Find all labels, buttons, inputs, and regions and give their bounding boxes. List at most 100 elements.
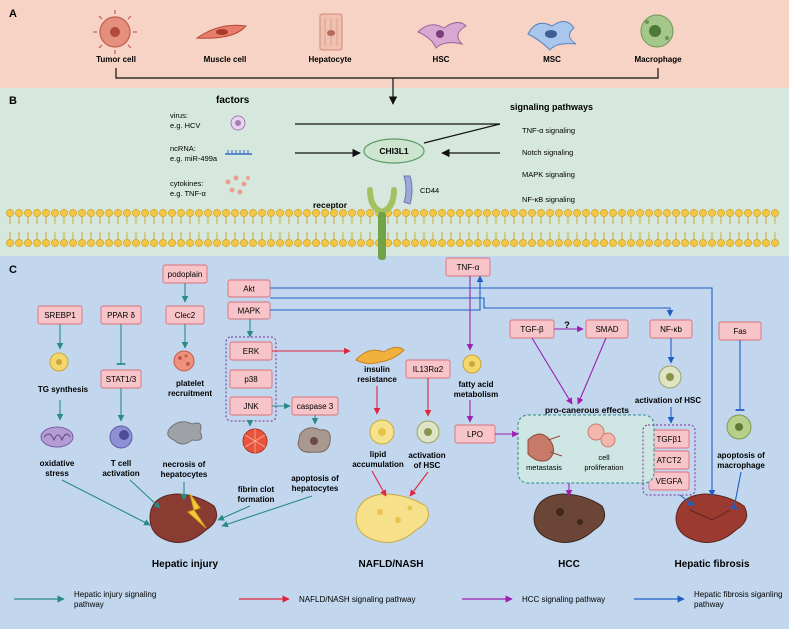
necrosis-label-1: necrosis of [163, 460, 206, 469]
tumor-cell-icon [93, 10, 137, 54]
cells-bracket [115, 68, 659, 79]
fatty-liver-icon [355, 493, 429, 543]
box-p38-label: p38 [244, 375, 258, 384]
legend-label-4-2: pathway [694, 600, 724, 609]
factors-to-fibrosis-arrow [679, 494, 695, 507]
lipid-accumulation-label-1: lipid [370, 450, 387, 459]
box-fas-label: Fas [733, 327, 746, 336]
smad-to-procancer-arrow [577, 337, 607, 405]
apoptosis-hepatocytes-label-1: apoptosis of [291, 474, 339, 483]
box-srebp1-label: SREBP1 [44, 311, 76, 320]
apoptotic-hepatocyte-icon [297, 427, 331, 453]
cytokines-icon [225, 175, 250, 195]
platelet-label-2: recruitment [168, 389, 212, 398]
factors-title: factors [216, 95, 250, 106]
oxidative-stress-label-2: stress [45, 469, 69, 478]
hsc-cell-icon-2 [658, 365, 682, 389]
factor-ncrna-label: ncRNA: [170, 144, 196, 153]
fatty-acid-label-2: metabolism [454, 390, 498, 399]
factor-ncrna-example: e.g. miR-499a [170, 154, 218, 163]
cell-label-hsc: HSC [433, 55, 450, 64]
box-mapk-label: MAPK [238, 307, 261, 316]
fibrin-to-injury-arrow [217, 505, 251, 521]
chi3l1-node [363, 138, 425, 164]
pancreas-icon [355, 346, 405, 365]
factor-cytokines-label: cytokines: [170, 179, 203, 188]
signaling-item-notch: Notch signaling [522, 148, 573, 157]
box-akt-label: Akt [243, 285, 255, 294]
msc-icon [527, 21, 577, 51]
box-erk-label: ERK [243, 347, 260, 356]
apoptosis-to-injury-arrow [221, 495, 313, 528]
apoptosis-macrophage-label-1: apoptosis of [717, 451, 765, 460]
box-tnfa-label: TNF-α [457, 263, 480, 272]
box-atct2-label: ATCT2 [657, 456, 682, 465]
cell-label-msc: MSC [543, 55, 561, 64]
cell-membrane [6, 209, 779, 247]
signaling-item-tnf: TNF-α signaling [522, 126, 575, 135]
fatty-acid-label-1: fatty acid [458, 380, 493, 389]
fibrin-label-2: formation [238, 495, 275, 504]
cell-label-macrophage: Macrophage [634, 55, 682, 64]
t-cell-icon [109, 425, 133, 449]
proliferation-label-1: cell [598, 453, 610, 462]
box-clec2-label: Clec2 [175, 311, 196, 320]
akt-to-fibrosis-line [270, 287, 716, 497]
hsc-to-nafld-arrow [409, 471, 429, 497]
legend-label-4-1: Hepatic fibrosis siganling [694, 590, 783, 599]
proliferation-icon [587, 423, 616, 448]
box-tgfb-label: TGF-β [520, 325, 544, 334]
tg-synthesis-label: TG synthesis [38, 385, 89, 394]
box-ppard-label: PPAR δ [107, 311, 135, 320]
signaling-diagonal-line [423, 123, 501, 144]
panel-a-label: A [9, 8, 17, 20]
mapk-to-tnfa-line [270, 275, 484, 311]
box-tnfa [445, 257, 491, 277]
legend-label-3-1: HCC signaling pathway [522, 595, 605, 604]
signaling-item-mapk: MAPK signaling [522, 170, 575, 179]
outcome-nafld-nash: NAFLD/NASH [359, 559, 424, 570]
oxid-to-injury-arrow [61, 479, 151, 526]
platelet-label-1: platelet [176, 379, 204, 388]
panel-b-background [0, 88, 789, 256]
t-cell-label-1: T cell [111, 459, 131, 468]
outcome-hepatic-injury: Hepatic injury [152, 559, 219, 570]
muscle-cell-icon [195, 24, 247, 39]
box-podoplain-label: podoplain [168, 270, 203, 279]
lipid-cell-icon [369, 419, 395, 445]
activation-hsc-label-1: activation [408, 451, 445, 460]
legend-label-1-2: pathway [74, 600, 104, 609]
t-cell-label-2: activation [102, 469, 139, 478]
box-lpo-label: LPO [467, 430, 483, 439]
fibrosis-factors-frame [642, 424, 696, 496]
apoptosis-macrophage-label-2: macrophage [717, 461, 765, 470]
akt-to-nfkb-line [270, 297, 674, 317]
legend: Hepatic injury signalingpathwayNAFLD/NAS… [14, 590, 783, 609]
box-smad [585, 319, 629, 339]
question-mark: ? [564, 320, 570, 330]
fibrin-clot-icon [242, 428, 268, 454]
box-vegfa-label: VEGFA [656, 477, 683, 486]
panel-c-label: C [9, 264, 17, 276]
panel-b-label: B [9, 95, 17, 107]
hsc-icon [417, 22, 467, 49]
mitochondria-icon [40, 426, 74, 448]
insulin-resistance-label-2: resistance [357, 375, 397, 384]
necrosis-label-2: hepatocytes [161, 470, 208, 479]
procancer-frame [517, 414, 655, 484]
apoptotic-macrophage-icon [726, 414, 752, 440]
lipid-to-nafld-arrow [371, 470, 387, 497]
legend-label-2-1: NAFLD/NASH signaling pathway [299, 595, 416, 604]
box-p38 [229, 369, 273, 389]
signaling-item-nfkb: NF-κB signaling [522, 195, 575, 204]
box-tgfb1-label: TGFβ1 [656, 435, 682, 444]
fatty-acid-cell-icon [462, 354, 482, 374]
legend-label-1-1: Hepatic injury signaling [74, 590, 156, 599]
cancer-liver-icon [533, 493, 606, 543]
box-stat-label: STAT1/3 [106, 375, 137, 384]
tcell-to-injury-arrow [129, 479, 161, 509]
tgfb-to-procancer-arrow [531, 337, 573, 405]
outcome-hepatic-fibrosis: Hepatic fibrosis [674, 559, 749, 570]
